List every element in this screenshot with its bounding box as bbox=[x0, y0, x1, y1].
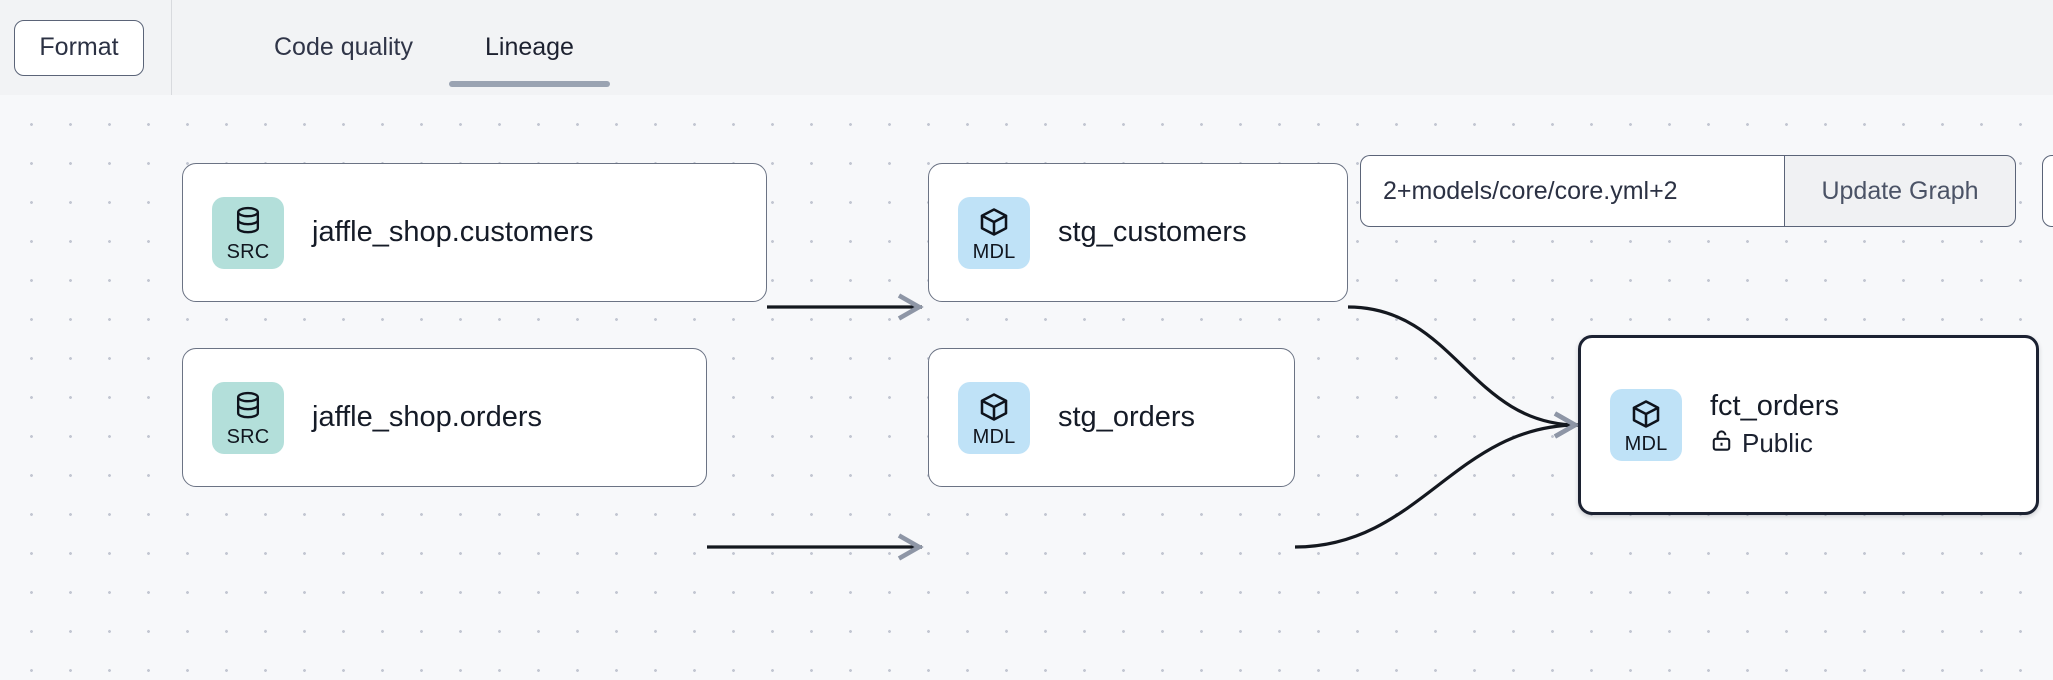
tab-active-indicator bbox=[448, 81, 610, 87]
toolbar-left-group: Format bbox=[0, 0, 172, 95]
node-body: stg_customers bbox=[1058, 216, 1247, 249]
cube-icon bbox=[978, 204, 1010, 238]
node-title: jaffle_shop.orders bbox=[312, 400, 543, 433]
cube-icon bbox=[978, 389, 1010, 423]
tab-lineage[interactable]: Lineage bbox=[448, 0, 610, 95]
node-body: fct_orders Public bbox=[1710, 390, 1839, 459]
database-icon bbox=[233, 204, 263, 238]
tab-lineage-label: Lineage bbox=[484, 33, 574, 61]
node-type-badge-mdl: MDL bbox=[958, 381, 1030, 454]
format-button-label: Format bbox=[39, 33, 119, 61]
node-title: jaffle_shop.customers bbox=[312, 215, 594, 248]
tab-code-quality-label: Code quality bbox=[274, 33, 413, 61]
node-body: jaffle_shop.customers bbox=[312, 216, 594, 249]
database-icon bbox=[233, 389, 263, 423]
node-jaffle-shop-orders[interactable]: SRC jaffle_shop.orders bbox=[182, 348, 707, 487]
node-body: jaffle_shop.orders bbox=[312, 401, 542, 434]
cube-icon bbox=[1630, 396, 1662, 430]
node-body: stg_orders bbox=[1058, 401, 1195, 434]
node-jaffle-shop-customers[interactable]: SRC jaffle_shop.customers bbox=[182, 163, 767, 302]
node-type-badge-mdl: MDL bbox=[958, 196, 1030, 269]
tab-bar: Code quality Lineage bbox=[172, 0, 610, 95]
node-title: fct_orders bbox=[1710, 390, 1839, 423]
lineage-edges bbox=[707, 293, 1580, 561]
format-button[interactable]: Format bbox=[14, 19, 144, 76]
node-type-badge-label: MDL bbox=[972, 240, 1016, 263]
node-access-badge: Public bbox=[1710, 428, 1839, 460]
node-type-badge-label: MDL bbox=[1624, 433, 1668, 455]
edge-stg-customers-to-fct-orders bbox=[1347, 305, 1580, 439]
edge-stg-orders-to-fct-orders bbox=[1294, 411, 1580, 549]
node-selector-input[interactable]: 2+models/core/core.yml+2 bbox=[1360, 155, 1784, 227]
update-graph-button-label: Update Graph bbox=[1821, 176, 1979, 205]
update-graph-button[interactable]: Update Graph bbox=[1784, 155, 2016, 227]
graph-side-panel-partial[interactable] bbox=[2042, 155, 2053, 227]
top-toolbar: Format Code quality Lineage bbox=[0, 0, 2053, 95]
node-type-badge-src: SRC bbox=[212, 381, 284, 454]
node-access-label: Public bbox=[1742, 428, 1813, 459]
node-type-badge-mdl: MDL bbox=[1610, 389, 1682, 461]
node-stg-orders[interactable]: MDL stg_orders bbox=[928, 348, 1295, 487]
unlock-icon bbox=[1710, 428, 1733, 460]
tab-code-quality[interactable]: Code quality bbox=[238, 0, 449, 95]
node-type-badge-label: SRC bbox=[226, 425, 270, 448]
lineage-canvas[interactable]: SRC jaffle_shop.customers MDL stg_custom… bbox=[0, 95, 2053, 680]
node-type-badge-src: SRC bbox=[212, 196, 284, 269]
node-stg-customers[interactable]: MDL stg_customers bbox=[928, 163, 1348, 302]
node-type-badge-label: MDL bbox=[972, 425, 1016, 448]
graph-controls: 2+models/core/core.yml+2 Update Graph bbox=[1360, 155, 2016, 227]
node-title: stg_customers bbox=[1058, 215, 1247, 248]
node-fct-orders[interactable]: MDL fct_orders Public bbox=[1578, 335, 2039, 515]
node-type-badge-label: SRC bbox=[226, 240, 270, 263]
node-title: stg_orders bbox=[1058, 400, 1196, 433]
